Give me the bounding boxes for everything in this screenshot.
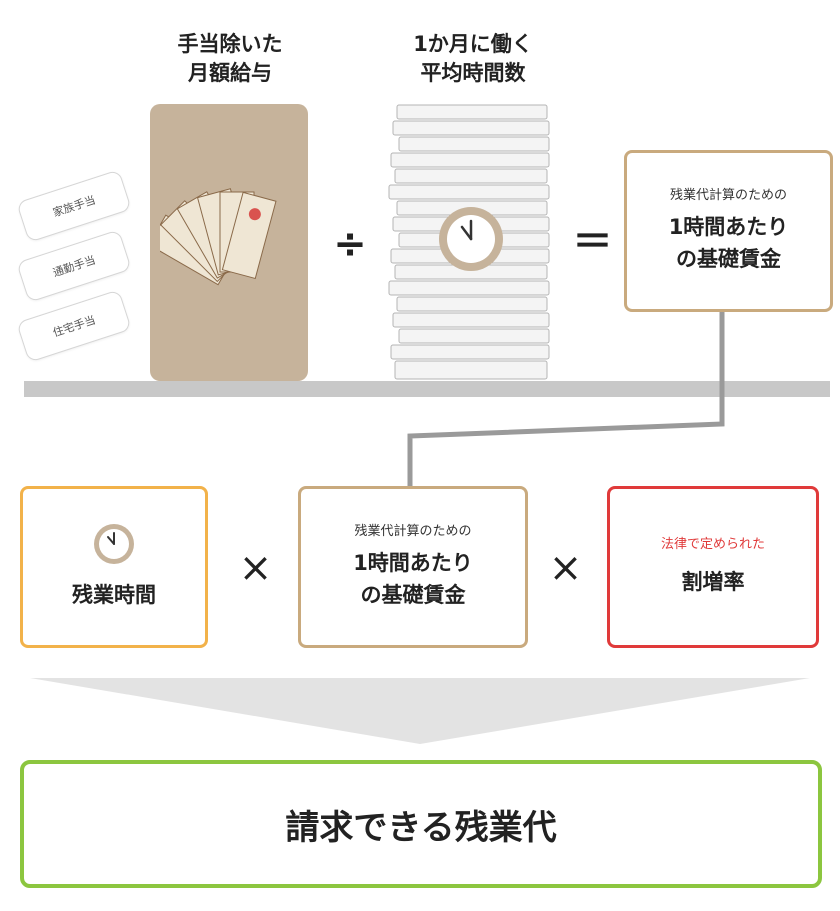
- base-wage-caption: 残業代計算のための: [354, 524, 472, 539]
- base-wage-line-1: 1時間あたり: [353, 551, 473, 575]
- divide-sign: ÷: [333, 221, 367, 267]
- times-sign-1: ×: [238, 545, 273, 591]
- hourly-base-wage-line-1: 1時間あたり: [668, 215, 789, 239]
- premium-rate-caption: 法律で定められた: [660, 537, 765, 552]
- hours-title: 1か月に働く 平均時間数: [383, 30, 563, 88]
- claimable-overtime-label: 請求できる残業代: [285, 807, 557, 848]
- premium-rate-box: 法律で定められた 割増率: [607, 486, 819, 648]
- bills-icon: [160, 188, 277, 286]
- hourly-base-wage-box-top: 残業代計算のための 1時間あたり の基礎賃金: [624, 150, 833, 312]
- hours-title-line-1: 1か月に働く: [413, 32, 533, 56]
- salary-title-line-1: 手当除いた: [177, 32, 283, 56]
- times-sign-2: ×: [548, 545, 583, 591]
- overtime-hours-label: 残業時間: [72, 583, 156, 607]
- hours-title-line-2: 平均時間数: [420, 61, 526, 85]
- clock-icon: [439, 207, 503, 271]
- hourly-base-wage-box-bottom: 残業代計算のための 1時間あたり の基礎賃金: [298, 486, 528, 648]
- hourly-base-wage-line-2: の基礎賃金: [676, 247, 781, 271]
- claimable-overtime-box: 請求できる残業代: [20, 760, 822, 888]
- overtime-hours-box: 残業時間: [20, 486, 208, 648]
- clock-icon: [94, 524, 134, 564]
- equals-sign: ＝: [572, 219, 613, 265]
- shelf: [24, 381, 830, 397]
- base-wage-line-2: の基礎賃金: [360, 583, 466, 607]
- salary-title: 手当除いた 月額給与: [140, 30, 320, 88]
- hourly-base-wage-caption: 残業代計算のための: [669, 188, 787, 203]
- premium-rate-label: 割増率: [681, 570, 745, 594]
- paper-stack-icon: [388, 104, 550, 380]
- salary-title-line-2: 月額給与: [188, 61, 272, 85]
